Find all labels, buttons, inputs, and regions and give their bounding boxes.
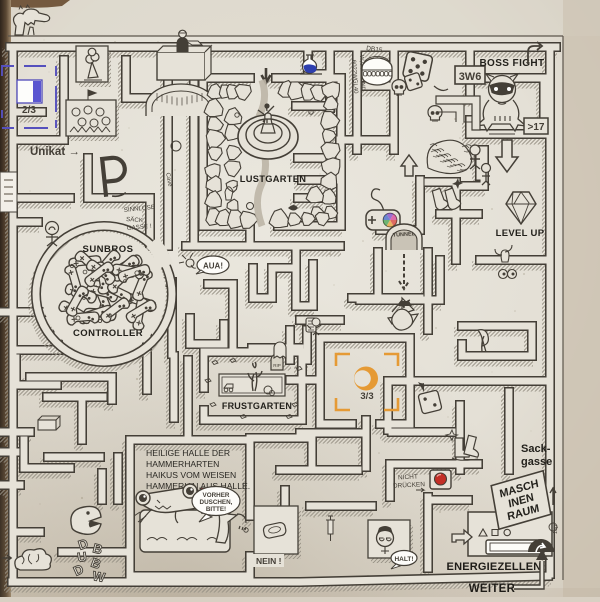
svg-text:W: W — [91, 568, 106, 585]
svg-text:TUNNEL: TUNNEL — [393, 231, 416, 239]
svg-text:HEILIGE HALLE DER: HEILIGE HALLE DER — [146, 448, 230, 458]
svg-text:BITTE!: BITTE! — [206, 506, 226, 513]
svg-text:2/3: 2/3 — [22, 105, 36, 116]
svg-text:3/3: 3/3 — [360, 391, 373, 402]
svg-text:AUA!: AUA! — [203, 262, 223, 271]
svg-text:RIP: RIP — [273, 363, 281, 368]
svg-text:LEVEL UP: LEVEL UP — [496, 228, 545, 239]
svg-text:B: B — [91, 540, 104, 557]
svg-text:SUNBROS: SUNBROS — [82, 244, 133, 255]
svg-text:NICHT: NICHT — [398, 473, 418, 481]
svg-text:Unikat →: Unikat → — [30, 146, 80, 158]
svg-text:WEITER: WEITER — [469, 583, 516, 595]
svg-text:SÄCK: SÄCK — [126, 216, 144, 224]
svg-text:GASSE !: GASSE ! — [127, 223, 153, 232]
svg-text:LUSTGARTEN: LUSTGARTEN — [240, 174, 307, 184]
svg-text:>17: >17 — [528, 122, 545, 133]
svg-text:3W6: 3W6 — [459, 71, 482, 83]
svg-text:VORHER: VORHER — [203, 492, 230, 499]
svg-text:DRÜCKEN: DRÜCKEN — [393, 480, 426, 490]
svg-text:HAMMERHAI AUS HALLE.: HAMMERHAI AUS HALLE. — [146, 481, 250, 491]
svg-text:BOSS FIGHT: BOSS FIGHT — [479, 58, 544, 69]
svg-text:HAMMERHARTEN: HAMMERHARTEN — [146, 459, 219, 469]
svg-text:U: U — [76, 549, 87, 565]
svg-text:NEIN !: NEIN ! — [256, 556, 282, 566]
svg-text:SINNLOSE: SINNLOSE — [123, 204, 155, 214]
svg-text:HAIKUS VOM WEISEN: HAIKUS VOM WEISEN — [146, 470, 236, 480]
svg-text:CONTROLLER: CONTROLLER — [73, 328, 143, 339]
svg-text:Sack-: Sack- — [521, 443, 551, 455]
svg-text:Cave: Cave — [164, 172, 172, 187]
svg-text:gasse: gasse — [521, 456, 552, 468]
svg-text:DUSCHEN,: DUSCHEN, — [200, 499, 233, 506]
svg-text:DB15: DB15 — [366, 45, 383, 54]
svg-text:HALT!: HALT! — [394, 556, 413, 563]
svg-text:6022WGL40: 6022WGL40 — [350, 60, 358, 95]
svg-text:ENERGIEZELLEN: ENERGIEZELLEN — [447, 561, 542, 573]
svg-text:FRUSTGARTEN: FRUSTGARTEN — [222, 401, 292, 411]
